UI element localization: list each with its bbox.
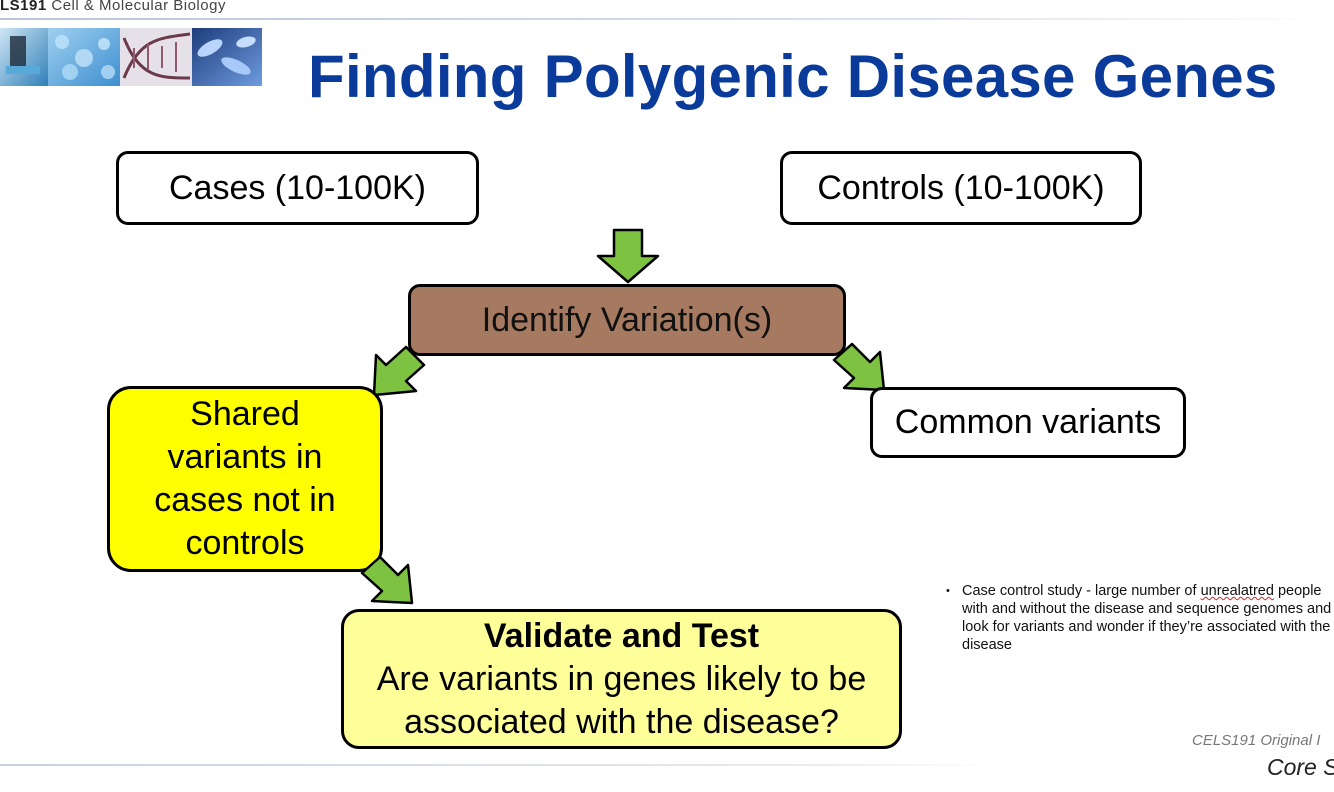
- arrow-down-left-icon: [372, 345, 426, 397]
- validate-and-test-box: Validate and Test Are variants in genes …: [341, 609, 902, 749]
- note-suffix: people with and without the disease and …: [962, 583, 1332, 653]
- arrow-down-right-icon: [360, 555, 414, 605]
- shared-line-4: controls: [185, 524, 305, 562]
- cases-box: Cases (10-100K): [116, 151, 479, 225]
- image-credit: CELS191 Original I: [1192, 732, 1321, 749]
- shared-line-3: cases not in: [154, 481, 336, 519]
- controls-box: Controls (10-100K): [780, 151, 1142, 225]
- note-prefix: Case control study - large number of: [962, 583, 1201, 599]
- shared-variants-box: Shared variants in cases not in controls: [107, 386, 383, 572]
- note-misspelled-word: unrealatred: [1200, 583, 1274, 599]
- identify-variations-box: Identify Variation(s): [408, 284, 846, 356]
- header-divider: [0, 18, 1334, 20]
- shared-line-2: variants in: [167, 438, 323, 476]
- validate-title: Validate and Test: [483, 616, 760, 655]
- footer-divider: [0, 764, 1000, 766]
- course-name: Cell & Molecular Biology: [51, 0, 226, 14]
- course-header: LS191 Cell & Molecular Biology: [0, 0, 226, 14]
- shared-line-1: Shared: [190, 395, 300, 433]
- cell-biology-banner-icon: [0, 28, 262, 86]
- slide-title: Finding Polygenic Disease Genes: [308, 43, 1278, 110]
- footer-core-label: Core S: [1267, 754, 1334, 780]
- arrow-down-icon: [596, 228, 660, 284]
- course-code: LS191: [0, 0, 47, 14]
- speaker-note: Case control study - large number of unr…: [944, 582, 1334, 654]
- arrow-down-right-icon: [832, 342, 886, 392]
- common-variants-box: Common variants: [870, 387, 1186, 458]
- validate-line-1: Are variants in genes likely to be: [376, 659, 867, 698]
- validate-line-2: associated with the disease?: [404, 702, 839, 741]
- note-bullet: Case control study - large number of unr…: [946, 582, 1334, 654]
